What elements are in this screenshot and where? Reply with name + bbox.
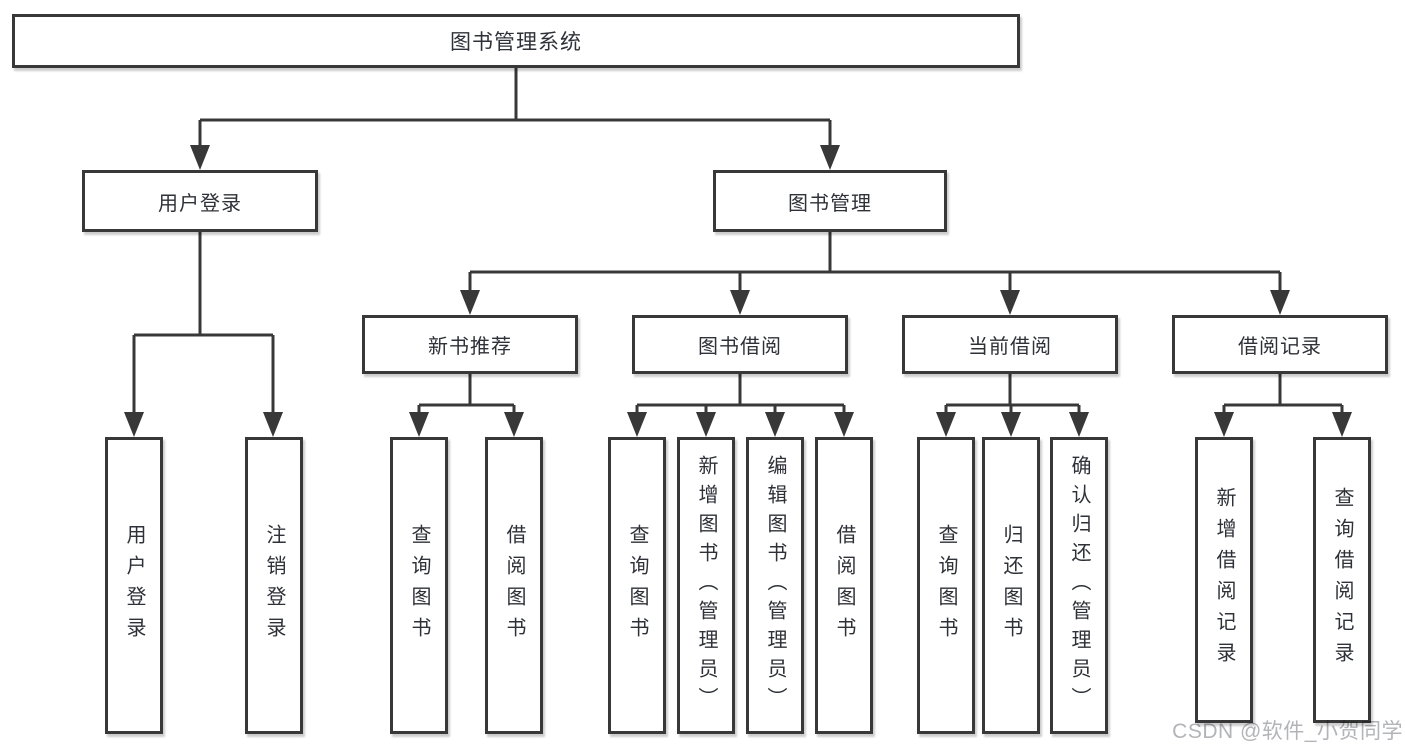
leaf-query-borrow-record: 查询借阅记录 bbox=[1313, 437, 1371, 723]
node-root: 图书管理系统 bbox=[12, 14, 1020, 68]
leaf-recommend-query-books-label: 查询图书 bbox=[408, 523, 430, 648]
leaf-return-books: 归还图书 bbox=[982, 437, 1040, 734]
node-borrow-records: 借阅记录 bbox=[1172, 315, 1388, 374]
leaf-logout: 注销登录 bbox=[245, 437, 303, 734]
leaf-confirm-return-admin-label: 确认归还（管理员） bbox=[1068, 455, 1090, 716]
watermark: CSDN @软件_小贺同学 bbox=[1172, 720, 1403, 743]
node-new-book-recommend: 新书推荐 bbox=[362, 315, 578, 374]
leaf-current-query-books-label: 查询图书 bbox=[935, 523, 957, 648]
leaf-borrow-query-books-label: 查询图书 bbox=[626, 523, 648, 648]
leaf-logout-label: 注销登录 bbox=[263, 523, 285, 648]
node-book-borrow: 图书借阅 bbox=[632, 315, 848, 374]
leaf-user-login: 用户登录 bbox=[105, 437, 163, 734]
leaf-recommend-query-books: 查询图书 bbox=[390, 437, 448, 734]
leaf-return-books-label: 归还图书 bbox=[1000, 523, 1022, 648]
leaf-add-borrow-record-label: 新增借阅记录 bbox=[1213, 487, 1235, 673]
leaf-edit-books-admin: 编辑图书（管理员） bbox=[746, 437, 804, 734]
leaf-borrow-books-label: 借阅图书 bbox=[833, 523, 855, 648]
node-book-management: 图书管理 bbox=[713, 170, 947, 232]
node-user-login: 用户登录 bbox=[82, 170, 318, 232]
leaf-current-query-books: 查询图书 bbox=[917, 437, 975, 734]
leaf-confirm-return-admin: 确认归还（管理员） bbox=[1050, 437, 1108, 734]
leaf-borrow-books: 借阅图书 bbox=[815, 437, 873, 734]
leaf-recommend-borrow-books: 借阅图书 bbox=[485, 437, 543, 734]
node-current-borrow: 当前借阅 bbox=[902, 315, 1118, 374]
leaf-recommend-borrow-books-label: 借阅图书 bbox=[503, 523, 525, 648]
leaf-borrow-query-books: 查询图书 bbox=[608, 437, 666, 734]
leaf-edit-books-admin-label: 编辑图书（管理员） bbox=[764, 455, 786, 716]
leaf-query-borrow-record-label: 查询借阅记录 bbox=[1331, 487, 1353, 673]
leaf-add-borrow-record: 新增借阅记录 bbox=[1195, 437, 1253, 723]
leaf-add-books-admin-label: 新增图书（管理员） bbox=[695, 455, 717, 716]
leaf-user-login-label: 用户登录 bbox=[123, 523, 145, 648]
leaf-add-books-admin: 新增图书（管理员） bbox=[677, 437, 735, 734]
